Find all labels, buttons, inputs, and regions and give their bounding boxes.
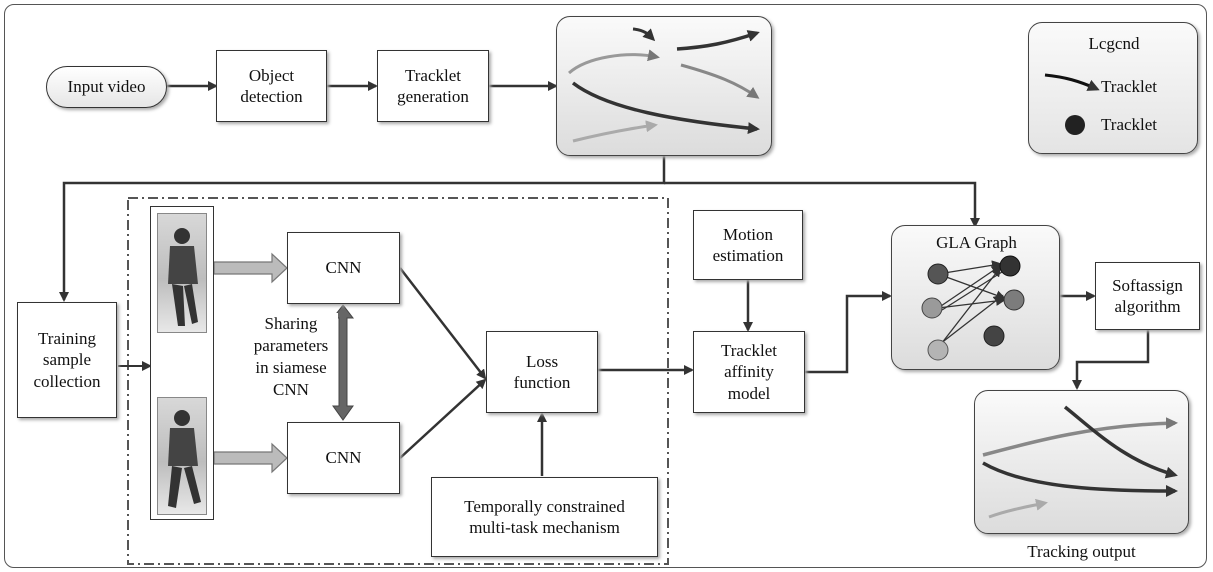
gla-graph-title: GLA Graph: [936, 233, 1017, 252]
legend-symbols: [1044, 73, 1100, 135]
legend-dot-label: Tracklet: [1101, 115, 1158, 134]
motion-estimation-node: Motion estimation: [693, 210, 803, 280]
graph-node: [1003, 289, 1025, 311]
object-detection-node: Object detection: [216, 50, 327, 122]
training-sample-node: Training sample collection: [17, 302, 117, 418]
legend-title: Lcgcnd: [1088, 34, 1140, 53]
arrow-tracklets-to-gla: [664, 181, 980, 228]
legend-dot-icon: [1065, 115, 1085, 135]
pedestrian-photo-bottom: [157, 397, 207, 515]
tracking-output-label: Tracking output: [1027, 542, 1136, 561]
arrow-cnn-top-to-loss: [399, 267, 487, 380]
legend-arrow-icon: [1044, 73, 1100, 91]
arrow-affinity-to-gla: [805, 291, 892, 374]
cnn-top-node: CNN: [287, 232, 400, 304]
graph-node: [983, 325, 1005, 347]
sample-photo-strip: [150, 206, 214, 520]
gla-graph-panel: GLA Graph: [891, 225, 1060, 370]
siamese-region: [127, 197, 669, 565]
tracklets-panel: [556, 16, 772, 156]
pedestrian-photo-top: [157, 213, 207, 333]
graph-node: [921, 297, 943, 319]
input-video-node: Input video: [46, 66, 167, 108]
temporal-constraint-node: Temporally constrained multi-task mechan…: [431, 477, 658, 557]
arrow-tracklets-to-training: [59, 156, 666, 302]
arrow-cnn-bottom-to-loss: [399, 378, 487, 459]
loss-function-node: Loss function: [486, 331, 598, 413]
arrow-softassign-to-output: [1072, 330, 1150, 390]
tracking-output-illustration: [982, 405, 1178, 519]
cnn-bottom-node: CNN: [287, 422, 400, 494]
graph-node: [927, 339, 949, 361]
gla-graph-illustration: [921, 255, 1025, 361]
tracking-output-panel: [974, 390, 1189, 534]
tracklets-illustration: [568, 27, 760, 143]
arrow-photo-to-cnn-bottom: [213, 442, 288, 474]
graph-node: [927, 263, 949, 285]
diagram-frame: [4, 4, 1207, 568]
graph-node: [999, 255, 1021, 277]
tracklet-affinity-node: Tracklet affinity model: [693, 331, 805, 413]
sharing-parameters-label: Sharing parameters in siamese CNN: [244, 313, 338, 402]
softassign-node: Softassign algorithm: [1095, 262, 1200, 330]
tracklet-generation-node: Tracklet generation: [377, 50, 489, 122]
arrow-photo-to-cnn-top: [213, 252, 288, 284]
legend-panel: Lcgcnd Tracklet Tracklet: [1028, 22, 1198, 154]
legend-arrow-label: Tracklet: [1101, 77, 1158, 96]
